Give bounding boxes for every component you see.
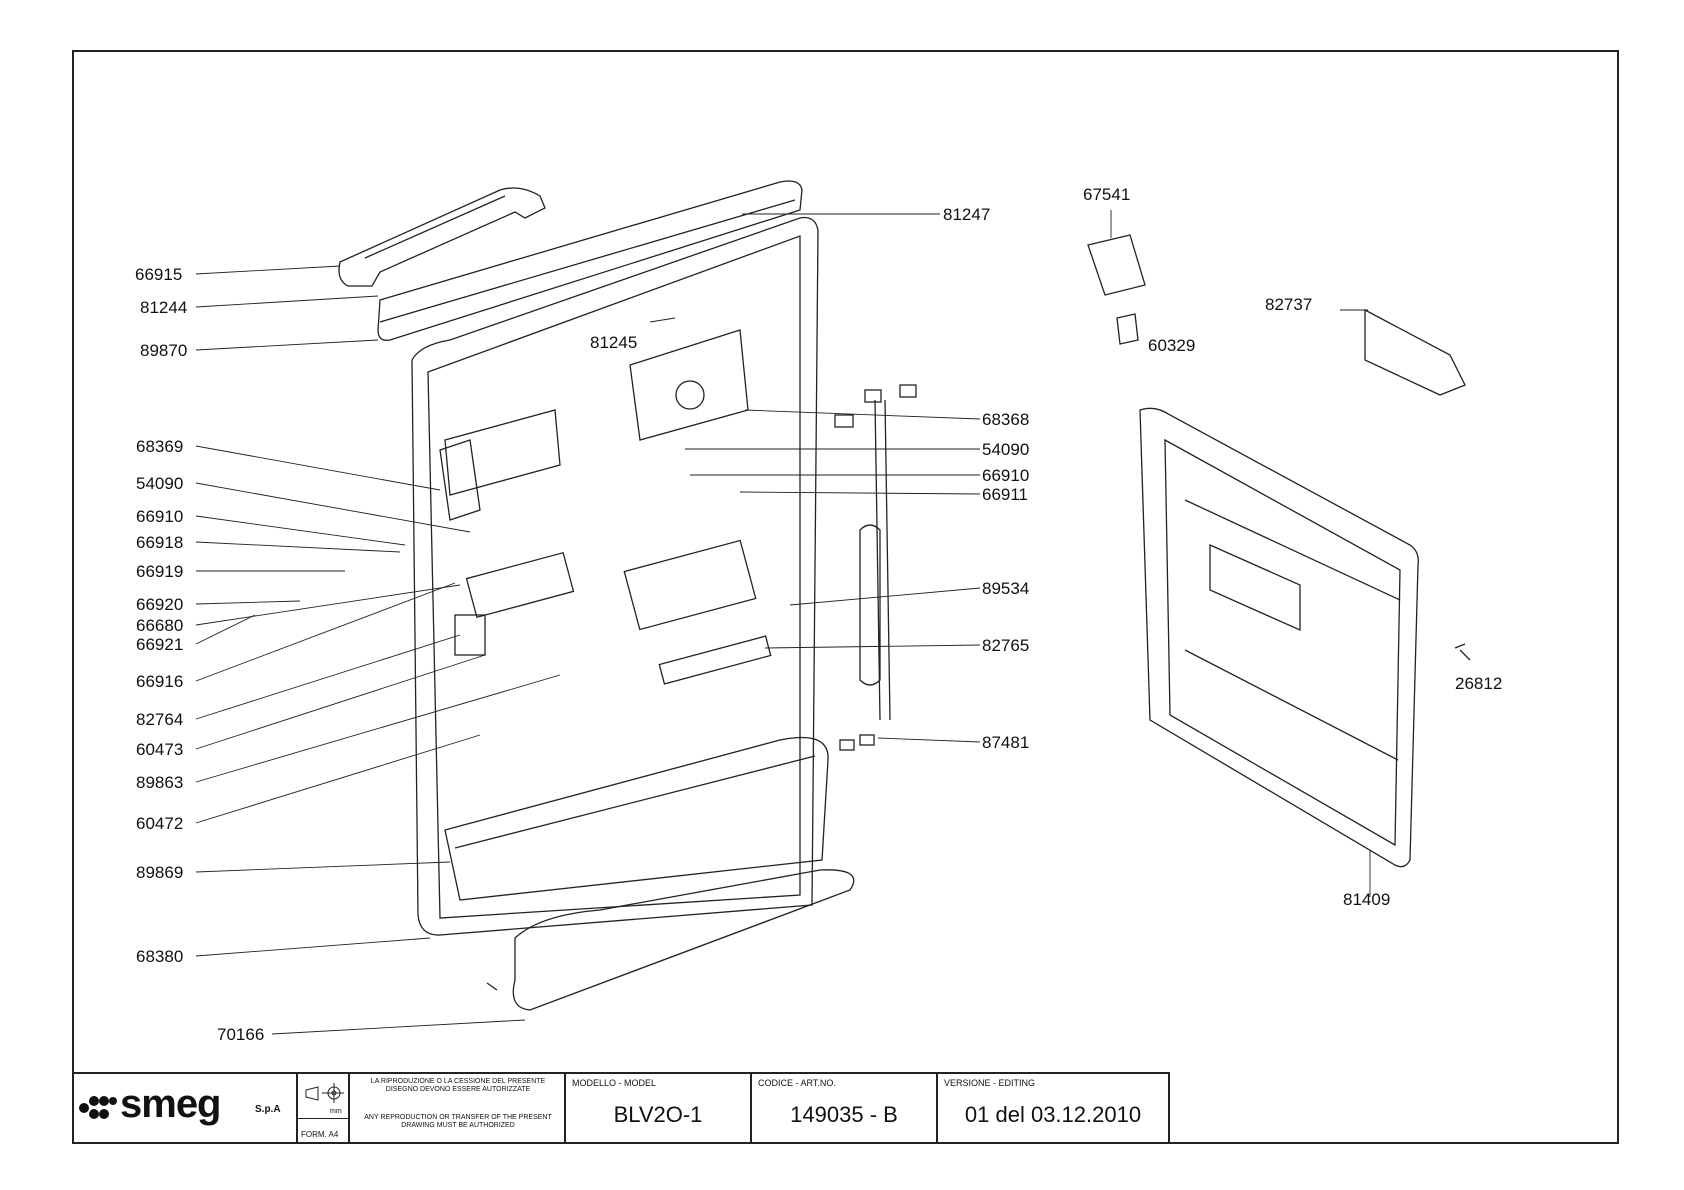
pcb-strip bbox=[658, 635, 772, 685]
part-label: 66920 bbox=[136, 595, 184, 614]
part-label: 60329 bbox=[1148, 336, 1196, 355]
units-cell: mm FORM. A4 bbox=[298, 1072, 350, 1142]
version-header: VERSIONE - EDITING bbox=[944, 1078, 1036, 1088]
code-header: CODICE - ART.NO. bbox=[758, 1078, 836, 1088]
program-selector bbox=[629, 329, 749, 441]
part-label: 81245 bbox=[590, 333, 638, 352]
notice-italian: LA RIPRODUZIONE O LA CESSIONE DEL PRESEN… bbox=[370, 1078, 546, 1093]
part-label: 66910 bbox=[136, 507, 184, 526]
leader-60472 bbox=[195, 734, 481, 824]
screw-70166 bbox=[486, 982, 498, 991]
leader-68380 bbox=[195, 937, 431, 957]
part-label: 66910 bbox=[982, 466, 1030, 485]
part-label: 82765 bbox=[982, 636, 1030, 655]
leader-89863 bbox=[195, 674, 561, 783]
leader-66916 bbox=[195, 582, 456, 682]
model-header: MODELLO - MODEL bbox=[572, 1078, 657, 1088]
version-cell: VERSIONE - EDITING 01 del 03.12.2010 bbox=[938, 1072, 1170, 1142]
leader-60473 bbox=[195, 654, 486, 750]
door-inner-frame bbox=[411, 216, 819, 936]
leader-82765 bbox=[764, 644, 981, 649]
leader-66915 bbox=[195, 265, 341, 275]
part-label: 68369 bbox=[136, 437, 184, 456]
leader-68368 bbox=[744, 409, 981, 420]
smeg-dots-icon bbox=[79, 1096, 117, 1119]
part-label: 89869 bbox=[136, 863, 184, 882]
leader-87481 bbox=[877, 737, 981, 743]
company-logo: smeg bbox=[120, 1082, 221, 1126]
leader-66918 bbox=[195, 541, 401, 553]
leader-81245 bbox=[649, 317, 676, 323]
part-label: 81409 bbox=[1343, 890, 1391, 909]
leader-81244 bbox=[195, 295, 379, 308]
lock-67541 bbox=[1087, 234, 1146, 296]
part-label: 70166 bbox=[217, 1025, 265, 1044]
code-cell: CODICE - ART.NO. 149035 - B bbox=[752, 1072, 938, 1142]
part-label: 67541 bbox=[1083, 185, 1131, 204]
company-suffix: S.p.A bbox=[255, 1104, 281, 1115]
notice-english: ANY REPRODUCTION OR TRANSFER OF THE PRES… bbox=[364, 1114, 552, 1129]
kick-plate bbox=[512, 869, 855, 1011]
part-label: 60473 bbox=[136, 740, 184, 759]
leader-70166 bbox=[271, 1019, 526, 1035]
part-label: 89863 bbox=[136, 773, 184, 792]
part-label: 81247 bbox=[943, 205, 991, 224]
leader-82764 bbox=[195, 634, 461, 720]
leader-89534 bbox=[789, 587, 981, 606]
part-label: 66915 bbox=[135, 265, 183, 284]
model-value: BLV2O-1 bbox=[613, 1102, 703, 1127]
part-label: 68368 bbox=[982, 410, 1030, 429]
leader-89869 bbox=[195, 861, 451, 873]
outer-door-panel bbox=[1139, 407, 1419, 868]
part-label: 54090 bbox=[136, 474, 184, 493]
projection-symbol-icon bbox=[305, 1083, 344, 1103]
leader-89870 bbox=[195, 339, 379, 351]
part-label: 87481 bbox=[982, 733, 1030, 752]
part-label: 54090 bbox=[982, 440, 1030, 459]
part-label: 82764 bbox=[136, 710, 184, 729]
drawing-frame bbox=[72, 50, 1619, 1144]
part-label: 26812 bbox=[1455, 674, 1503, 693]
part-label: 81244 bbox=[140, 298, 188, 317]
version-value: 01 del 03.12.2010 bbox=[964, 1102, 1142, 1127]
part-label: 89870 bbox=[140, 341, 188, 360]
control-panel-bar bbox=[377, 180, 803, 341]
part-label: 66919 bbox=[136, 562, 184, 581]
notice-cell: LA RIPRODUZIONE O LA CESSIONE DEL PRESEN… bbox=[350, 1072, 566, 1142]
part-label: 66921 bbox=[136, 635, 184, 654]
board-center bbox=[623, 539, 757, 631]
leader-66911 bbox=[739, 491, 981, 495]
screw-26812 bbox=[1454, 643, 1471, 661]
model-cell: MODELLO - MODEL BLV2O-1 bbox=[566, 1072, 752, 1142]
board-left bbox=[465, 551, 575, 619]
switch-60329 bbox=[1116, 313, 1139, 345]
code-value: 149035 - B bbox=[790, 1102, 898, 1127]
connector-left bbox=[454, 614, 486, 656]
bracket-left bbox=[444, 409, 561, 496]
leader-66920 bbox=[195, 600, 301, 605]
leader-66921 bbox=[195, 614, 256, 645]
leader-66680 bbox=[195, 584, 461, 626]
wiring-harness bbox=[859, 399, 891, 721]
part-label: 66916 bbox=[136, 672, 184, 691]
part-label: 66911 bbox=[982, 485, 1029, 504]
part-label: 82737 bbox=[1265, 295, 1313, 314]
units-label: mm bbox=[330, 1108, 342, 1115]
bottom-cover bbox=[444, 736, 829, 901]
part-label: 66918 bbox=[136, 533, 184, 552]
logo-cell: smeg S.p.A bbox=[72, 1072, 298, 1142]
leader-66910a bbox=[195, 515, 406, 546]
leader-68369 bbox=[195, 445, 441, 491]
part-label: 66680 bbox=[136, 616, 184, 635]
format-label: FORM. A4 bbox=[301, 1130, 339, 1139]
leader-54090a bbox=[195, 482, 471, 533]
part-label: 60472 bbox=[136, 814, 184, 833]
part-label: 68380 bbox=[136, 947, 184, 966]
module-82737 bbox=[1364, 308, 1466, 396]
handle bbox=[338, 187, 546, 287]
part-label: 89534 bbox=[982, 579, 1030, 598]
